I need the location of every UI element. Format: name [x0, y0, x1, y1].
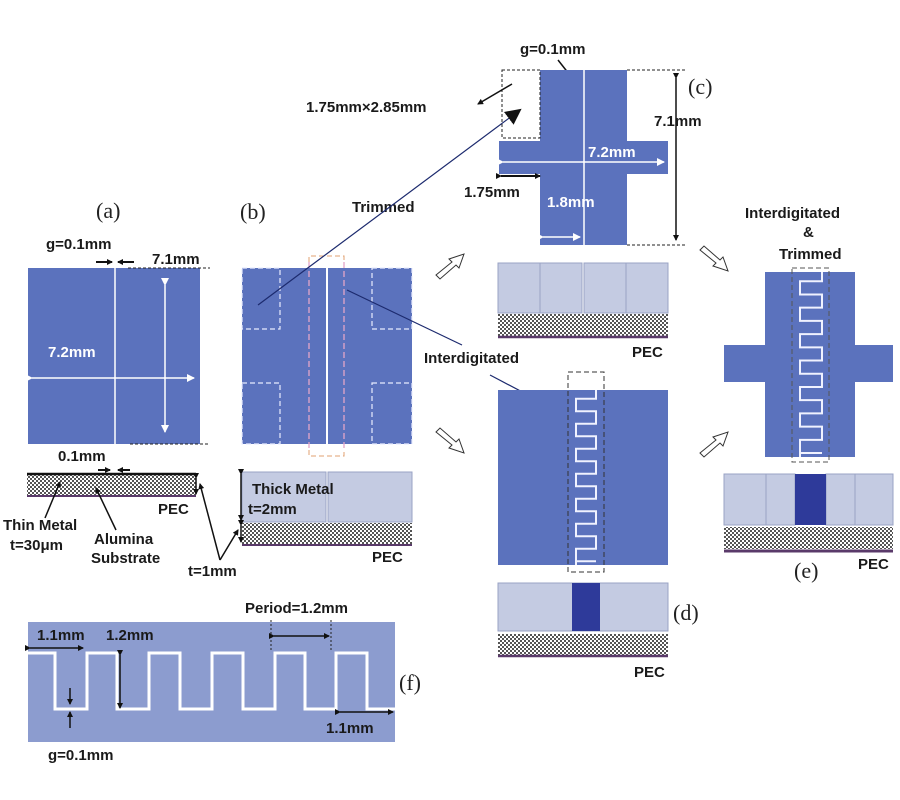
right-margin-label: 1.1mm [326, 720, 374, 737]
panel-a-label: (a) [96, 198, 120, 223]
arrow-d-to-e-icon [699, 431, 729, 458]
section-a-gap-label: 0.1mm [58, 448, 106, 465]
interdigitated-leader [346, 289, 463, 346]
trim-box [501, 69, 541, 139]
panel-a-gap-label: g=0.1mm [46, 236, 111, 253]
left-margin-label: 1.1mm [37, 627, 85, 644]
panel-d-label: (d) [673, 600, 699, 625]
arrow-b-to-c-icon [435, 253, 465, 280]
arrow-b-to-d-icon [435, 427, 465, 454]
panel-d: Interdigitated (d) PEC [424, 350, 699, 681]
trimmed-leader [257, 108, 522, 306]
interdigit-box-e [791, 267, 830, 463]
panel-b: (b) Trimmed Thick Metal t=2mm PEC [238, 108, 522, 566]
substrate-label-2: Substrate [91, 550, 160, 567]
dielectric-d [572, 583, 600, 631]
thick-metal-c [497, 262, 669, 314]
meander-gap-f [28, 651, 395, 711]
leader-line [44, 481, 61, 519]
panel-c: g=0.1mm 1.75mm×2.85mm (c) 7.1mm 7.2mm 1.… [306, 41, 712, 361]
panel-c-width-label: 7.2mm [588, 144, 636, 161]
panel-e-title-1: Interdigitated [745, 205, 840, 222]
panel-c-arm-label: 1.75mm [464, 184, 520, 201]
panel-a-width-label: 7.2mm [48, 344, 96, 361]
trim-size-arrow [477, 83, 513, 105]
panel-e: Interdigitated & Trimmed (e) PEC [723, 205, 894, 583]
substrate-label: Alumina [94, 531, 154, 548]
meander-gap-d [575, 390, 597, 565]
gap-label-f: g=0.1mm [48, 747, 113, 764]
patch-e [724, 272, 893, 457]
thick-metal-label: Thick Metal [252, 481, 334, 498]
thin-metal-label: Thin Metal [3, 517, 77, 534]
panel-e-label: (e) [794, 558, 818, 583]
period-label: Period=1.2mm [245, 600, 348, 617]
panel-c-gap-label: g=0.1mm [520, 41, 585, 58]
substrate-thickness: t=1mm [188, 563, 237, 580]
panel-e-title-2: & [803, 224, 814, 241]
panel-c-label: (c) [688, 74, 712, 99]
panel-e-title-3: Trimmed [779, 246, 842, 263]
patch-a [28, 268, 200, 444]
substrate-d [498, 634, 668, 655]
meander-gap-e [799, 272, 823, 457]
panel-a: (a) g=0.1mm 7.1mm 7.2mm 0.1mm PEC Thin M… [3, 198, 239, 580]
flow-arrows [435, 245, 729, 458]
thick-metal-e [723, 473, 894, 526]
thick-metal-thickness: t=2mm [248, 501, 297, 518]
panel-a-height-label: 7.1mm [152, 251, 200, 268]
trim-size-label: 1.75mm×2.85mm [306, 99, 427, 116]
interdigit-box-d [567, 371, 605, 573]
dielectric-e [795, 474, 826, 525]
substrate-c [498, 314, 668, 336]
pec-c-label: PEC [632, 344, 663, 361]
interdigit-outline-top [308, 255, 345, 262]
substrate-e [724, 527, 893, 549]
leader-line [219, 529, 239, 561]
trim-outlines [241, 267, 413, 445]
arrow-c-to-e-icon [699, 245, 729, 272]
panel-f: Period=1.2mm 1.1mm 1.2mm (f) 1.1mm g=0.1… [25, 600, 421, 764]
finger-depth-label: 1.2mm [106, 627, 154, 644]
panel-b-label: (b) [240, 199, 266, 224]
panel-c-column-label: 1.8mm [547, 194, 595, 211]
panel-f-label: (f) [399, 670, 421, 695]
interdigit-outline-bottom [308, 450, 345, 457]
substrate-b [242, 523, 412, 544]
pec-b-label: PEC [372, 549, 403, 566]
pec-d-label: PEC [634, 664, 665, 681]
thin-metal-thickness: t=30μm [10, 537, 63, 554]
pec-a-label: PEC [158, 501, 189, 518]
trimmed-label: Trimmed [352, 199, 415, 216]
interdigitated-label: Interdigitated [424, 350, 519, 367]
leader-line [198, 483, 221, 561]
panel-c-height-label: 7.1mm [654, 113, 702, 130]
substrate-a [27, 474, 196, 495]
thick-metal-b-right [327, 471, 413, 523]
leader-line [95, 487, 117, 531]
patch-d [498, 390, 668, 565]
pec-e-label: PEC [858, 556, 889, 573]
